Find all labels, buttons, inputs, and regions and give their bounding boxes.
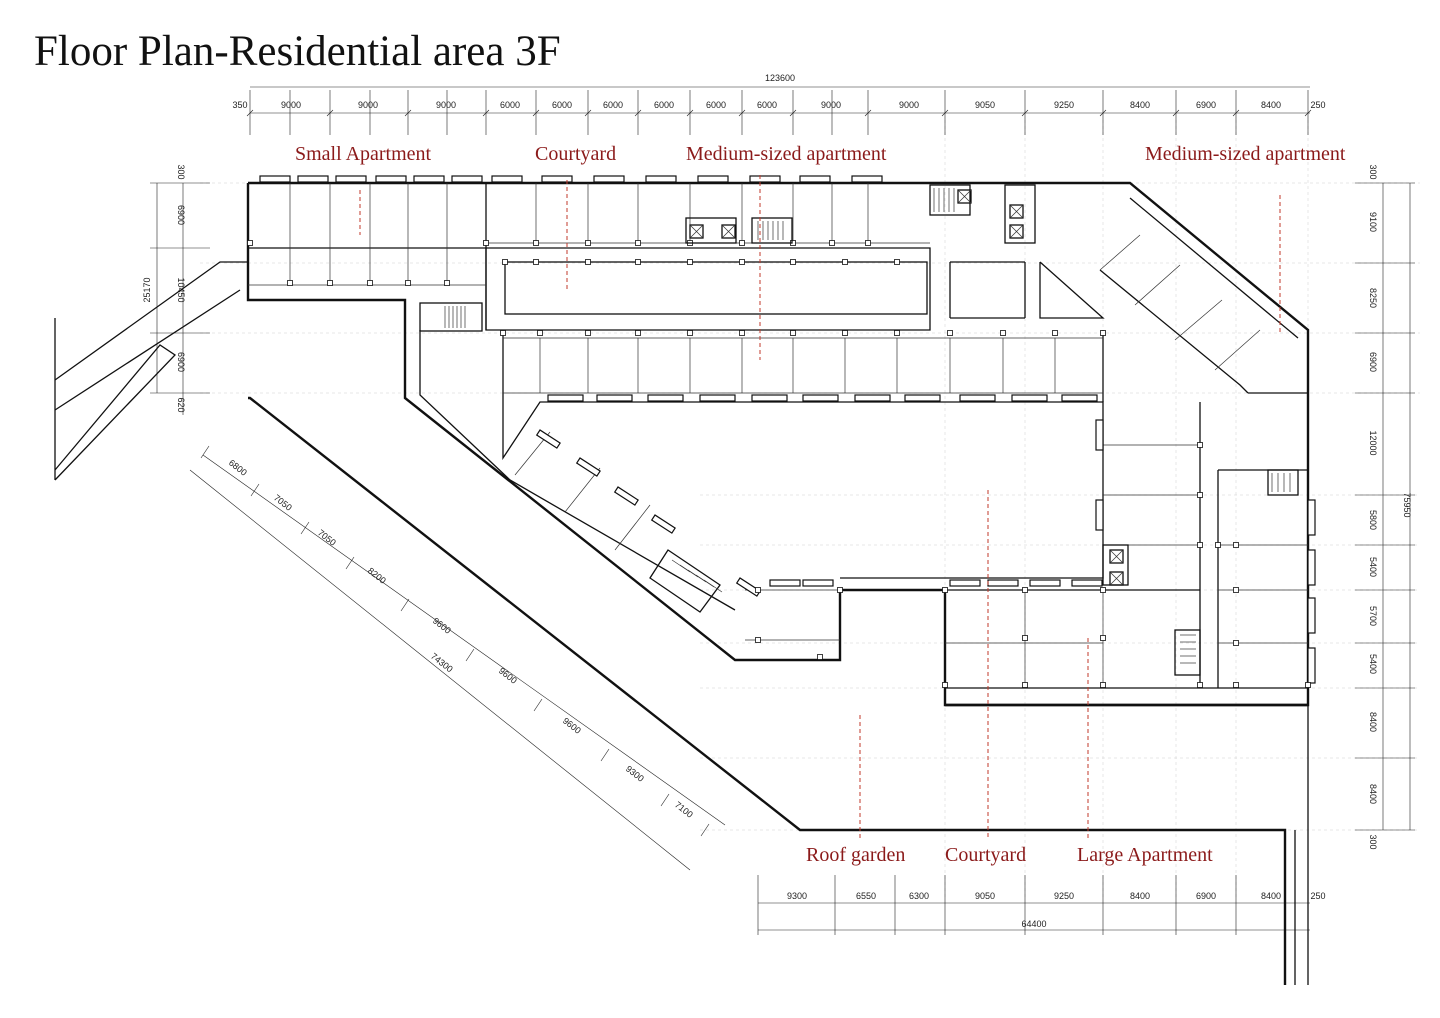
plan-title: Floor Plan-Residential area 3F	[34, 28, 561, 75]
dim-top-segment: 6900	[1196, 100, 1216, 110]
dim-top-segment: 8400	[1261, 100, 1281, 110]
dim-left-segment: 300	[176, 164, 186, 179]
dim-top-segment: 9000	[436, 100, 456, 110]
dim-top-segment: 6000	[500, 100, 520, 110]
stair-cores	[419, 184, 1299, 676]
dim-right-segment: 5700	[1368, 606, 1378, 626]
dim-left-segment: 6900	[176, 352, 186, 372]
dim-top-segment: 6000	[757, 100, 777, 110]
label-courtyard-top: Courtyard	[535, 143, 616, 165]
dim-left-segment: 620	[176, 397, 186, 412]
dim-top-segment: 6000	[603, 100, 623, 110]
label-roof-garden: Roof garden	[806, 844, 905, 866]
dim-bottom-segment: 6300	[909, 891, 929, 901]
dim-right-segment: 5400	[1368, 654, 1378, 674]
dim-bottom-segment: 8400	[1261, 891, 1281, 901]
space-labels: Small Apartment Courtyard Medium-sized a…	[295, 143, 1346, 866]
dim-top-segment: 250	[1310, 100, 1325, 110]
dim-bottom-segment: 9250	[1054, 891, 1074, 901]
dim-right-segment: 300	[1368, 164, 1378, 179]
dim-bottom-segment: 8400	[1130, 891, 1150, 901]
dim-right-total: 75950	[1402, 492, 1412, 517]
dim-diagonal-segment: 7050	[316, 528, 338, 548]
label-courtyard-bottom: Courtyard	[945, 844, 1026, 866]
dim-right-segment: 300	[1368, 834, 1378, 849]
dim-diagonal-segment: 9600	[561, 716, 583, 736]
dim-right-segment: 12000	[1368, 430, 1378, 455]
top-dimension-chain: 123600 350 9000 9000 9000 6000 6000 6000 6000 60…	[232, 73, 1326, 135]
label-medium-apartment-2: Medium-sized apartment	[1145, 143, 1346, 165]
dim-right-segment: 6900	[1368, 352, 1378, 372]
dim-bottom-segment: 9300	[787, 891, 807, 901]
dim-right-segment: 8250	[1368, 288, 1378, 308]
dim-top-segment: 9000	[821, 100, 841, 110]
dim-top-total: 123600	[765, 73, 795, 83]
grid-lines	[200, 120, 1420, 900]
dim-bottom-segment: 6900	[1196, 891, 1216, 901]
dim-left-segment: 6900	[176, 205, 186, 225]
dim-right-segment: 8400	[1368, 712, 1378, 732]
diagonal-dimension-chain: 74300 6800705070508200960096009600930071…	[189, 445, 726, 871]
dim-diagonal-segment: 9600	[497, 666, 519, 686]
dim-bottom-segment: 6550	[856, 891, 876, 901]
dim-top-segment: 9000	[281, 100, 301, 110]
dim-right-segment: 5400	[1368, 557, 1378, 577]
dim-top-segment: 6000	[654, 100, 674, 110]
dim-top-segment: 9050	[975, 100, 995, 110]
window-openings	[247, 175, 1316, 688]
bottom-dimension-chain: 64400 9300 6550 6300 9050 9250 8400 6900 8400 25…	[757, 875, 1326, 935]
dim-diagonal-total: 74300	[429, 651, 455, 674]
dim-top-segment: 9000	[358, 100, 378, 110]
room-partitions	[248, 183, 1308, 688]
dim-top-segment: 8400	[1130, 100, 1150, 110]
dim-bottom-segment: 250	[1310, 891, 1325, 901]
right-dimension-chain: 75950 300 9100 8250 6900 12000 5800 5400 5700 54…	[1355, 164, 1415, 850]
dim-bottom-segment: 9050	[975, 891, 995, 901]
dim-top-segment: 6000	[552, 100, 572, 110]
dim-top-segment: 350	[232, 100, 247, 110]
label-medium-apartment-1: Medium-sized apartment	[686, 143, 887, 165]
dim-diagonal-segment: 8200	[366, 566, 388, 586]
dim-diagonal-segment: 7050	[272, 493, 294, 513]
dim-bottom-total: 64400	[1021, 919, 1046, 929]
dim-diagonal-segment: 7100	[673, 800, 695, 820]
dim-right-segment: 5800	[1368, 510, 1378, 530]
dim-right-segment: 8400	[1368, 784, 1378, 804]
label-large-apartment: Large Apartment	[1077, 844, 1213, 866]
dim-diagonal-segment: 6800	[227, 458, 249, 478]
dim-top-segment: 9000	[899, 100, 919, 110]
dim-right-segment: 9100	[1368, 212, 1378, 232]
dim-diagonal-segment: 9600	[431, 616, 453, 636]
dim-left-total: 25170	[142, 277, 152, 302]
building-outline	[54, 181, 1310, 985]
label-leader-lines	[359, 175, 1281, 838]
label-small-apartment: Small Apartment	[295, 143, 432, 165]
dim-top-segment: 6000	[706, 100, 726, 110]
dim-top-segment: 9250	[1054, 100, 1074, 110]
